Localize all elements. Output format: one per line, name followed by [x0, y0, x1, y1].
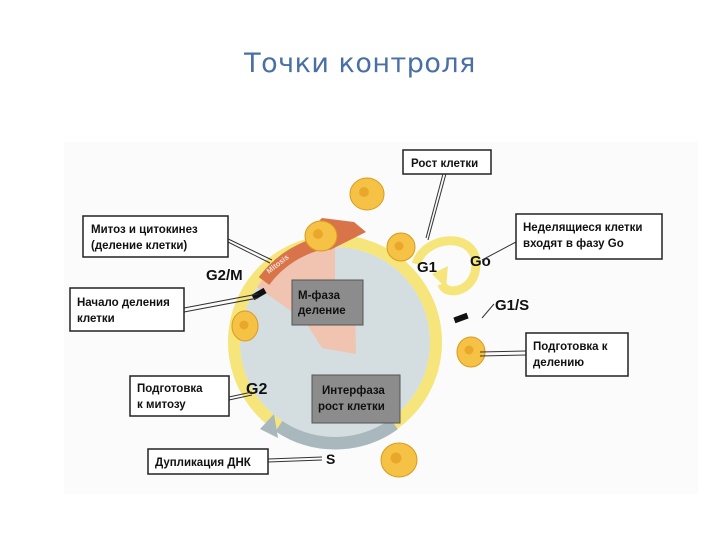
g1-label: G1 — [417, 259, 437, 276]
m-phase-box — [291, 279, 364, 326]
s-phase-arrow — [275, 418, 398, 450]
leader-line — [425, 169, 445, 239]
callout-box-cell-growth — [402, 149, 492, 175]
cell-cycle-diagram: Mitosis М-фаза деление Интерфаза рост кл… — [64, 142, 698, 494]
callout-dna-duplication: Дупликация ДНК — [155, 457, 252, 469]
leader-line — [221, 235, 273, 261]
callout-mitosis-line1: Митоз и цитокинез — [91, 224, 198, 236]
cell-icon — [386, 232, 416, 262]
interphase-box — [311, 374, 401, 424]
g0-loop-arrow — [411, 236, 481, 296]
interphase-label-line1: Интерфаза — [322, 385, 385, 397]
m-phase-label-line2: деление — [298, 305, 346, 317]
leader-line — [228, 394, 253, 401]
g2m-label: G2/M — [206, 267, 243, 284]
cell-icon — [380, 442, 418, 478]
leader-line — [481, 303, 495, 319]
leader-line — [267, 456, 323, 460]
callout-nondividing-line2: входят в фазу Go — [523, 238, 624, 250]
g0-label: Go — [470, 253, 491, 270]
callout-division-start-line1: Начало деления — [77, 297, 170, 309]
slide-title: Точки контроля — [244, 48, 476, 79]
cell-icon — [231, 310, 259, 342]
leader-line — [183, 293, 259, 309]
callout-division-start-line2: клетки — [77, 313, 115, 325]
s-label: S — [326, 451, 335, 467]
checkpoint-g2m — [251, 287, 267, 301]
g0-loop-arrowhead — [432, 266, 448, 288]
checkpoint-g1s — [453, 312, 469, 324]
g1s-label: G1/S — [495, 297, 529, 314]
callout-box-mitosis — [82, 215, 229, 258]
callout-box-dna-duplication — [147, 448, 269, 475]
cell-icon — [304, 220, 338, 252]
leader-line — [479, 350, 527, 353]
leader-line — [267, 459, 323, 463]
g2-label: G2 — [246, 381, 267, 398]
callout-mitosis-line2: (деление клетки) — [91, 240, 187, 252]
callout-prep-division-line1: Подготовка к — [533, 341, 608, 353]
m-phase-label-line1: М-фаза — [298, 290, 341, 302]
cell-icon — [349, 177, 385, 211]
leader-line — [221, 238, 271, 264]
callout-nondividing-line1: Неделящиеся клетки — [523, 222, 642, 234]
callout-box-prep-mitosis — [129, 375, 230, 417]
callout-prep-mitosis-line1: Подготовка — [137, 383, 203, 395]
callout-prep-mitosis-line2: к митозу — [137, 399, 186, 411]
interphase-label-line2: рост клетки — [318, 401, 385, 413]
leader-line — [479, 354, 527, 357]
s-phase-arrowhead — [260, 414, 278, 438]
callout-prep-division-line2: делению — [533, 357, 584, 369]
callout-box-division-start — [69, 287, 185, 332]
leader-line — [228, 391, 253, 398]
leader-line — [183, 297, 259, 313]
callout-box-nondividing — [515, 213, 663, 260]
leader-line — [427, 169, 448, 241]
leader-line — [481, 241, 517, 261]
callout-box-prep-division — [525, 332, 629, 377]
callout-cell-growth: Рост клетки — [411, 158, 478, 170]
